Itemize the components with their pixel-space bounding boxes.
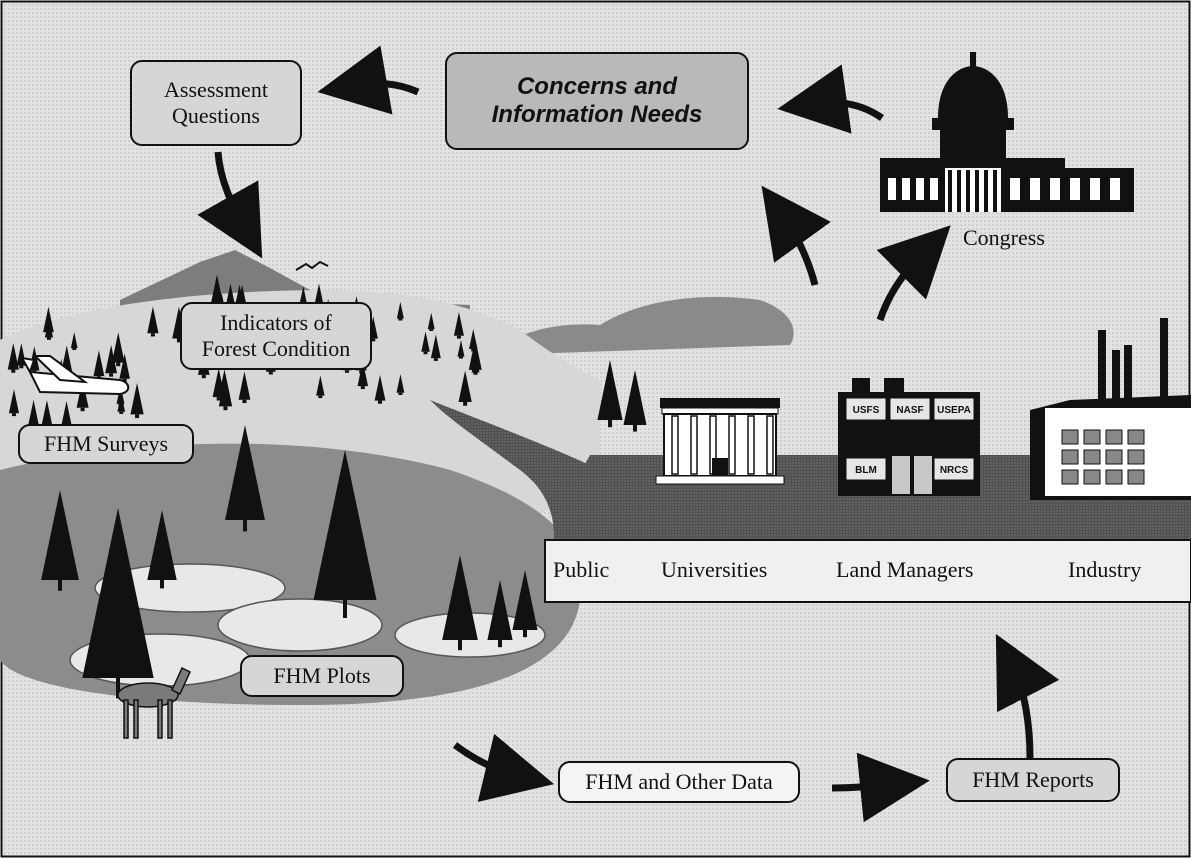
tree-icon — [512, 570, 538, 638]
tree-icon — [430, 334, 441, 361]
concerns-information-needs-box: Concerns and Information Needs — [445, 52, 749, 150]
fhm-surveys-label: FHM Surveys — [43, 431, 169, 457]
tree-icon — [357, 361, 369, 390]
agency-sign-label: USEPA — [937, 405, 971, 416]
capitol-building — [880, 52, 1134, 212]
agency-sign-label: BLM — [855, 465, 877, 476]
indicators-line2: Forest Condition — [201, 336, 351, 361]
tree-icon — [623, 370, 647, 432]
assessment-questions-box: Assessment Questions — [130, 60, 302, 146]
fhm-reports-box: FHM Reports — [946, 758, 1120, 802]
tree-icon — [8, 389, 20, 417]
tree-icon — [427, 312, 435, 332]
plot-ring — [217, 598, 383, 652]
tree-icon — [313, 450, 377, 618]
stakeholder-land-managers: Land Managers — [836, 557, 974, 582]
tree-icon — [105, 344, 118, 377]
mountain-right — [495, 297, 794, 355]
tree-icon — [316, 375, 325, 399]
arrow-banner-to-concerns — [761, 185, 831, 286]
agency-sign-label: NRCS — [940, 465, 969, 476]
tree-icon — [238, 371, 251, 404]
tree-icon — [147, 510, 177, 589]
tree-icon — [44, 318, 54, 340]
stakeholder-universities: Universities — [661, 557, 768, 582]
fhm-other-data-box: FHM and Other Data — [558, 761, 800, 803]
arrow-plots-to-data — [452, 733, 555, 802]
tree-icon — [374, 374, 386, 404]
tree-icon — [147, 306, 159, 337]
tree-icon — [442, 555, 478, 651]
arrow-concerns-to-questions — [317, 45, 420, 115]
tree-icon — [117, 393, 126, 414]
fhm-other-data-label: FHM and Other Data — [585, 769, 773, 795]
indicators-box: Indicators of Forest Condition — [180, 302, 372, 370]
tree-icon — [82, 508, 154, 699]
stakeholder-industry: Industry — [1068, 557, 1142, 582]
plot-ring — [94, 563, 286, 613]
fhm-plots-box: FHM Plots — [240, 655, 404, 697]
tree-icon — [130, 382, 144, 419]
fhm-surveys-box: FHM Surveys — [18, 424, 194, 464]
fhm-reports-label: FHM Reports — [972, 767, 1094, 793]
agency-building: USFS NASF USEPA BLM NRCS — [838, 378, 980, 496]
tree-icon — [597, 360, 623, 428]
tree-icon — [212, 368, 225, 401]
stakeholder-public: Public — [553, 557, 610, 582]
agency-sign-label: NASF — [896, 405, 923, 416]
tree-icon — [111, 332, 125, 367]
tree-icon — [487, 580, 513, 648]
congress-label: Congress — [963, 225, 1045, 250]
factory-building — [1030, 318, 1191, 500]
bird — [295, 260, 329, 271]
tree-icon — [453, 311, 464, 339]
university-building — [655, 398, 785, 485]
tree-icon — [70, 332, 78, 351]
stakeholder-banner — [544, 539, 1191, 603]
tree-icon — [119, 353, 130, 382]
deer — [117, 666, 191, 739]
arrow-banner-to-congress — [876, 225, 951, 322]
tree-icon — [396, 301, 404, 321]
tree-icon — [471, 353, 480, 375]
arrow-reports-to-banner — [995, 633, 1060, 759]
arrow-congress-to-concerns — [777, 64, 885, 134]
assessment-questions-line2: Questions — [171, 103, 260, 128]
fhm-plots-label: FHM Plots — [273, 663, 371, 689]
airplane — [20, 355, 130, 396]
tree-icon — [396, 374, 405, 395]
indicators-line1: Indicators of — [220, 310, 332, 336]
forest-trees — [41, 360, 647, 699]
tree-icon — [458, 370, 472, 406]
tree-icon — [218, 374, 233, 411]
arrow-questions-to-indicators — [197, 151, 263, 259]
arrow-data-to-reports — [831, 752, 930, 823]
tree-icon — [225, 425, 265, 532]
flow-arrows — [197, 45, 1060, 823]
tree-icon — [7, 343, 19, 373]
agency-sign-label: USFS — [853, 405, 880, 416]
tree-icon — [41, 490, 79, 591]
concerns-line1: Concerns and — [516, 72, 677, 100]
assessment-questions-line1: Assessment — [164, 77, 268, 103]
concerns-line2: Information Needs — [491, 101, 703, 128]
tree-icon — [421, 331, 430, 355]
tree-icon — [457, 339, 465, 359]
